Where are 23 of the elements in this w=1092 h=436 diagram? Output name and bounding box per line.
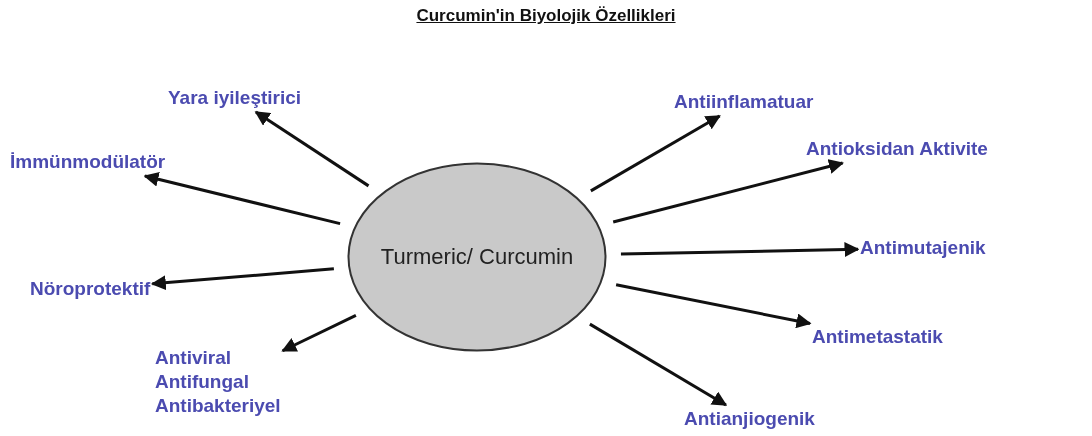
arrow (281, 314, 357, 353)
arrow (612, 159, 844, 224)
node-text: Turmeric/ Curcumin (380, 244, 574, 270)
arrow (590, 114, 721, 193)
arrow (150, 267, 334, 291)
property-label: Antianjiogenik (684, 407, 815, 431)
property-label: Antiinflamatuar (674, 90, 814, 114)
property-label: Antibakteriyel (155, 394, 281, 418)
ellipse-node (347, 162, 607, 352)
arrow (254, 110, 370, 188)
property-label: Antimetastatik (812, 325, 943, 349)
property-label: Antiviral (155, 346, 233, 370)
property-label: Yara iyileştirici (168, 86, 302, 110)
property-label: Nöroprotektif (30, 277, 151, 301)
diagram-title: Curcumin'in Biyolojik Özellikleri (416, 6, 676, 25)
property-label: Antifungal (155, 370, 250, 394)
arrow (620, 242, 860, 258)
property-label: Antioksidan Aktivite (806, 137, 988, 161)
property-label: İmmünmodülatör (10, 150, 166, 174)
arrow (143, 171, 341, 226)
arrow (589, 322, 728, 407)
property-label: Antimutajenik (860, 236, 986, 260)
arrow (615, 283, 812, 329)
